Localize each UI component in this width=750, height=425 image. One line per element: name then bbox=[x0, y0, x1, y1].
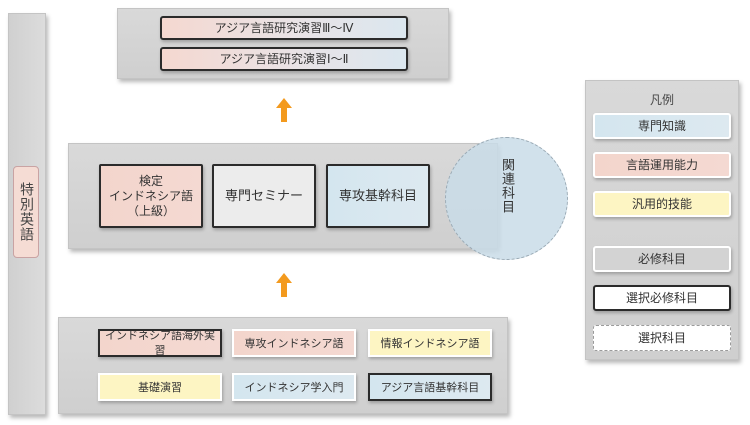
bottom-box-indonesian-studies-intro: インドネシア学入門 bbox=[232, 373, 356, 401]
middle-box-seminar: 専門セミナー bbox=[212, 164, 316, 228]
top-box-seminar-1-2: アジア言語研究演習Ⅰ～Ⅱ bbox=[160, 47, 408, 71]
legend-title: 凡例 bbox=[649, 93, 674, 107]
arrow-up-upper-icon bbox=[276, 98, 292, 122]
kentei-line1: 検定 bbox=[138, 173, 163, 188]
legend-elective-required: 選択必修科目 bbox=[593, 285, 731, 311]
legend-generic-skill: 汎用的技能 bbox=[593, 191, 731, 217]
bottom-box-major-indonesian: 専攻インドネシア語 bbox=[232, 329, 356, 357]
sidebar-label: 特別英語 bbox=[13, 166, 39, 258]
top-box-seminar-3-4: アジア言語研究演習Ⅲ～Ⅳ bbox=[160, 16, 408, 40]
bottom-box-info-indonesian: 情報インドネシア語 bbox=[368, 329, 492, 357]
related-subjects-circle: 関連科目 bbox=[445, 137, 568, 260]
middle-box-kentei: 検定 インドネシア語 （上級） bbox=[99, 164, 203, 228]
legend-language-skill: 言語運用能力 bbox=[593, 152, 731, 178]
top-panel: アジア言語研究演習Ⅲ～Ⅳ アジア言語研究演習Ⅰ～Ⅱ bbox=[117, 8, 449, 79]
kentei-line2: インドネシア語 bbox=[108, 188, 193, 203]
kentei-line3: （上級） bbox=[126, 203, 175, 218]
middle-panel: 検定 インドネシア語 （上級） 専門セミナー 専攻基幹科目 bbox=[68, 143, 498, 249]
related-subjects-label: 関連科目 bbox=[499, 158, 514, 214]
bottom-box-overseas-practice: インドネシア語海外実習 bbox=[98, 329, 222, 357]
bottom-box-basic-seminar: 基礎演習 bbox=[98, 373, 222, 401]
legend-elective: 選択科目 bbox=[593, 325, 731, 351]
middle-box-major-core: 専攻基幹科目 bbox=[326, 164, 430, 228]
sidebar-panel: 特別英語 bbox=[8, 13, 46, 415]
legend-panel: 凡例 専門知識 言語運用能力 汎用的技能 必修科目 選択必修科目 選択科目 bbox=[585, 80, 739, 360]
legend-required: 必修科目 bbox=[593, 246, 731, 272]
arrow-up-lower-icon bbox=[276, 273, 292, 297]
bottom-box-asian-language-core: アジア言語基幹科目 bbox=[368, 373, 492, 401]
bottom-panel: インドネシア語海外実習 専攻インドネシア語 情報インドネシア語 基礎演習 インド… bbox=[58, 317, 508, 414]
legend-specialized-knowledge: 専門知識 bbox=[593, 113, 731, 139]
